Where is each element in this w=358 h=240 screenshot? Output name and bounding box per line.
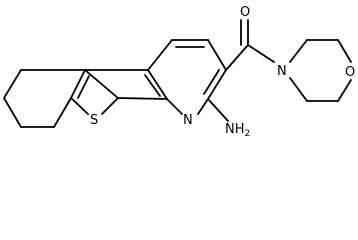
morpholine-nitrogen-label: N <box>277 64 287 79</box>
bond-carbonyl-n <box>247 44 275 63</box>
pyridine-nitrogen-label: N <box>183 113 193 128</box>
bond-cyc-5 <box>53 97 72 128</box>
bond-pyr-c2-c3-double <box>203 69 220 95</box>
morpholine-ring <box>289 39 352 102</box>
ketone-oxygen-label: O <box>240 5 250 20</box>
bond-morph-n-c1 <box>289 39 308 63</box>
pyridine-ring <box>84 39 227 115</box>
bond-pyr-c8a-thio <box>117 97 168 100</box>
amine-subscript: 2 <box>245 129 251 139</box>
amine-label: NH2 <box>225 122 250 139</box>
bond-pyr-c8a-c4 <box>147 69 168 100</box>
bond-pyr-c3-n <box>197 98 209 115</box>
amine-symbol: NH <box>225 122 245 137</box>
bond-c6-carbonyl <box>225 44 249 71</box>
bond-pyr-c2-c3 <box>207 69 227 100</box>
bond-cyc-2 <box>3 69 22 99</box>
bond-thio-c8a-c3a <box>84 69 119 99</box>
cyclohexane-ring <box>3 69 72 128</box>
bond-pyr-n-c8a <box>166 98 183 115</box>
bond-thio-c4a-s <box>70 97 89 115</box>
bond-morph-c4-n <box>289 77 308 102</box>
bond-morph-o-c3 <box>337 79 352 102</box>
bond-cyc-3 <box>3 97 22 128</box>
morpholine-oxygen-label: O <box>345 65 355 80</box>
bond-pyr-c6-c2 <box>207 39 227 71</box>
molecule-structure-diagram: O N O N S NH2 <box>3 5 355 139</box>
bond-pyr-c4-c5 <box>147 39 173 71</box>
bond-thio-s-c8a <box>101 97 119 115</box>
bond-morph-c2-o <box>337 39 352 63</box>
thiophene-sulfur-label: S <box>90 113 98 128</box>
bond-c3-amine <box>207 98 229 122</box>
bond-thio-c3a-c7a <box>70 69 86 99</box>
morpholine-carbonyl-group <box>225 19 275 71</box>
bond-thio-c3a-c7a-double <box>77 75 90 99</box>
thiophene-ring <box>53 69 119 115</box>
bond-pyr-c8a-c4-double <box>144 74 161 97</box>
